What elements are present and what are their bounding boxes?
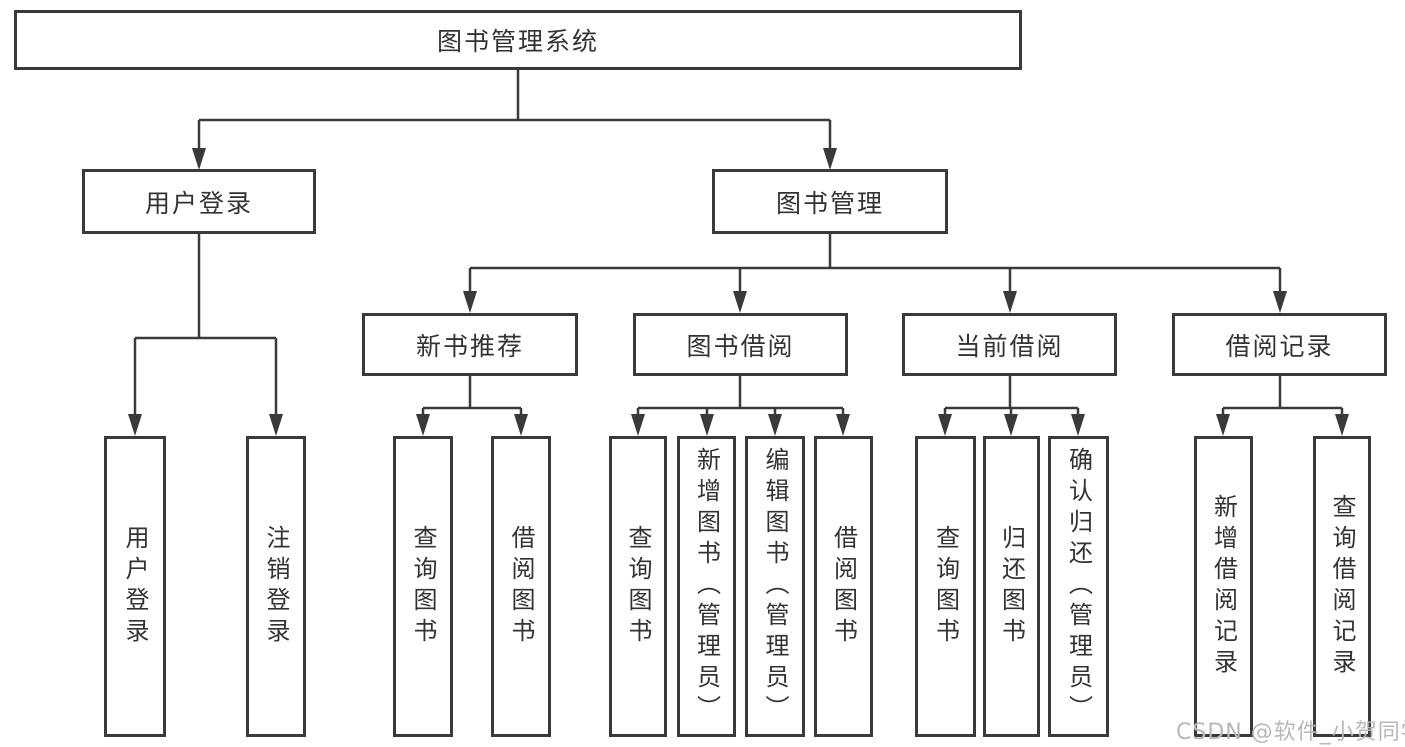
connector-borrow-records-to-children — [1216, 376, 1349, 436]
leaf-label: 查询图书 — [409, 524, 437, 649]
arrowhead — [631, 414, 645, 436]
leaf-label: 归还图书 — [997, 524, 1026, 649]
arrowhead — [1273, 291, 1287, 313]
leaf-borrow-add-books-admin: 新增图书（管理员） — [677, 436, 736, 737]
arrowhead — [1071, 414, 1085, 436]
leaf-label: 查询图书 — [624, 524, 652, 649]
arrowhead — [1003, 291, 1017, 313]
leaf-records-add-record: 新增借阅记录 — [1194, 436, 1253, 737]
node-new-book-recommend: 新书推荐 — [362, 313, 578, 376]
leaf-label: 新增借阅记录 — [1209, 493, 1238, 680]
leaf-current-confirm-return-admin: 确认归还（管理员） — [1048, 436, 1109, 737]
node-label: 图书管理系统 — [436, 27, 599, 56]
arrowhead — [823, 148, 837, 170]
leaf-borrow-edit-books-admin: 编辑图书（管理员） — [745, 436, 805, 737]
connector-user-login-to-children — [128, 234, 283, 436]
node-user-login: 用户登录 — [82, 169, 316, 234]
node-label: 借阅记录 — [1225, 331, 1334, 361]
node-current-borrow: 当前借阅 — [902, 313, 1117, 376]
node-label: 图书管理 — [775, 188, 884, 218]
connector-book-borrow-to-children — [631, 376, 850, 436]
node-label: 用户登录 — [144, 188, 253, 218]
leaf-label: 查询图书 — [931, 524, 960, 649]
node-label: 图书借阅 — [686, 331, 795, 361]
arrowhead — [416, 414, 430, 436]
node-root-system: 图书管理系统 — [14, 10, 1022, 70]
node-book-management: 图书管理 — [712, 169, 948, 234]
connector-book-mgmt-to-level3 — [463, 234, 1287, 313]
connector-root-to-level2 — [192, 70, 837, 170]
leaf-label: 借阅图书 — [829, 524, 858, 649]
node-borrow-records: 借阅记录 — [1172, 313, 1387, 376]
arrowhead — [1004, 414, 1018, 436]
node-label: 新书推荐 — [415, 331, 524, 361]
node-label: 当前借阅 — [955, 331, 1064, 361]
arrowhead — [836, 414, 850, 436]
leaf-borrow-query-books: 查询图书 — [609, 436, 667, 737]
leaf-label: 编辑图书（管理员） — [761, 447, 789, 726]
leaf-label: 用户登录 — [121, 524, 149, 649]
leaf-label: 新增图书（管理员） — [692, 447, 721, 726]
connector-current-borrow-to-children — [938, 376, 1085, 436]
arrowhead — [768, 414, 782, 436]
leaf-borrow-borrow-books: 借阅图书 — [814, 436, 873, 737]
arrowhead — [269, 414, 283, 436]
leaf-label: 确认归还（管理员） — [1064, 447, 1093, 726]
leaf-current-query-books: 查询图书 — [915, 436, 976, 737]
csdn-watermark: CSDN @软件_小贺同学 — [1176, 720, 1405, 745]
leaf-current-return-books: 归还图书 — [983, 436, 1040, 737]
leaf-label: 注销登录 — [262, 524, 290, 649]
leaf-user-login: 用户登录 — [104, 436, 166, 737]
leaf-label: 借阅图书 — [507, 524, 535, 649]
arrowhead — [192, 148, 206, 170]
leaf-label: 查询借阅记录 — [1328, 493, 1356, 680]
leaf-records-query-record: 查询借阅记录 — [1313, 436, 1371, 737]
arrowhead — [128, 414, 142, 436]
node-book-borrow: 图书借阅 — [633, 313, 848, 376]
connector-new-book-to-children — [416, 376, 528, 436]
arrowhead — [463, 291, 477, 313]
arrowhead — [938, 414, 952, 436]
leaf-newbook-borrow-books: 借阅图书 — [491, 436, 551, 737]
arrowhead — [514, 414, 528, 436]
leaf-newbook-query-books: 查询图书 — [393, 436, 453, 737]
arrowhead — [733, 291, 747, 313]
arrowhead — [1216, 414, 1230, 436]
arrowhead — [1335, 414, 1349, 436]
leaf-logout: 注销登录 — [246, 436, 306, 737]
arrowhead — [700, 414, 714, 436]
